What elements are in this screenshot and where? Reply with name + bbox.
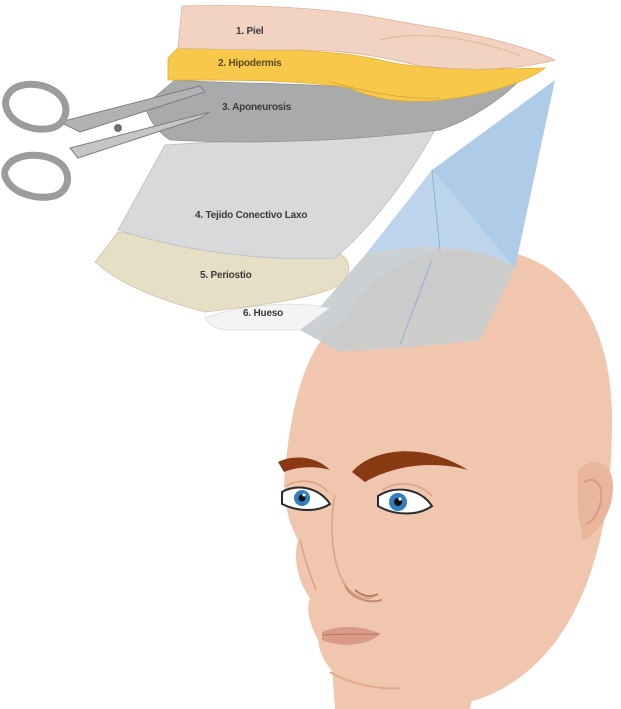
label-aponeurosis: 3. Aponeurosis	[222, 102, 292, 113]
label-tejido-conectivo: 4. Tejido Conectivo Laxo	[195, 210, 307, 221]
label-periostio: 5. Periostio	[200, 270, 252, 281]
label-hipodermis: 2. Hipodermis	[218, 58, 282, 69]
label-piel: 1. Piel	[236, 26, 264, 37]
label-hueso: 6. Hueso	[243, 308, 283, 319]
